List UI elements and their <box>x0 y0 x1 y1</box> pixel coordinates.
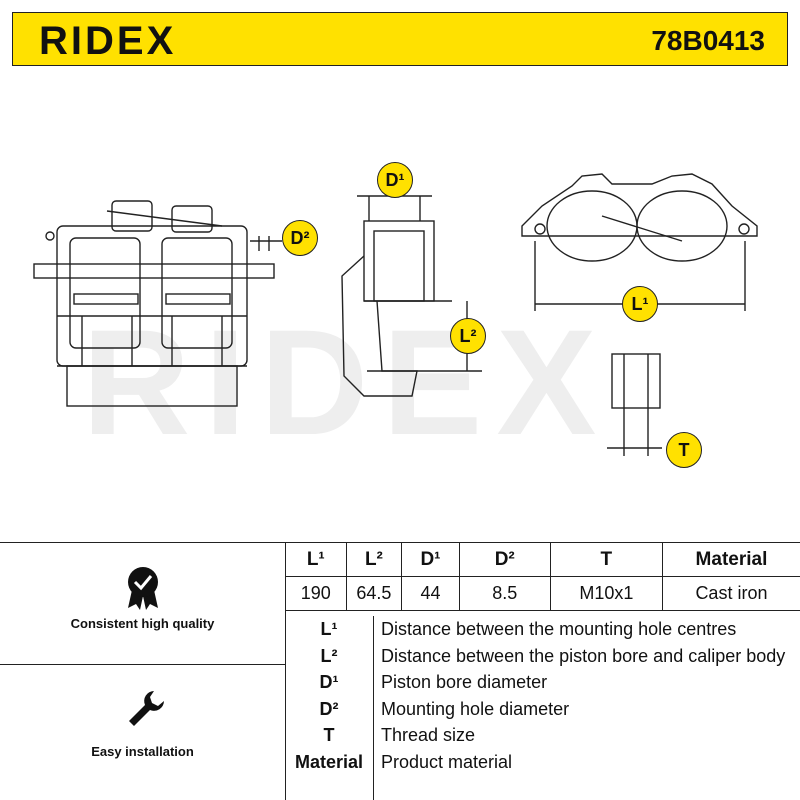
legend-key: D² <box>319 698 339 719</box>
legend: L¹ Distance between the mounting hole ce… <box>285 616 800 800</box>
spec-value-row: 190 64.5 44 8.5 M10x1 Cast iron <box>285 576 800 611</box>
marker-t-label: T <box>678 439 690 460</box>
feature-divider <box>0 664 285 665</box>
legend-row: L¹ Distance between the mounting hole ce… <box>285 616 800 643</box>
header-bar: RIDEX 78B0413 <box>12 12 788 66</box>
marker-l2: L² <box>450 318 486 354</box>
legend-key: L² <box>320 645 338 666</box>
wrench-icon <box>126 688 164 726</box>
spec-header: D¹ <box>401 542 460 577</box>
marker-t: T <box>666 432 702 468</box>
legend-row: L² Distance between the piston bore and … <box>285 643 800 670</box>
feature-installation: Easy installation <box>0 688 285 759</box>
legend-desc: Mounting hole diameter <box>381 698 570 719</box>
legend-row: D² Mounting hole diameter <box>285 696 800 723</box>
legend-row: Material Product material <box>285 749 800 776</box>
feature-quality-label: Consistent high quality <box>70 616 215 631</box>
legend-key: D¹ <box>319 672 339 692</box>
marker-d1-label: D¹ <box>385 169 405 190</box>
legend-row: T Thread size <box>285 722 800 749</box>
spec-value: M10x1 <box>549 576 663 611</box>
spec-header: L¹ <box>285 542 347 577</box>
spec-header-row: L¹ L² D¹ D² T Material <box>285 542 800 577</box>
spec-value: 8.5 <box>458 576 551 611</box>
spec-value: 190 <box>285 576 347 611</box>
marker-l2-label: L² <box>459 325 477 346</box>
marker-d1: D¹ <box>377 162 413 198</box>
spec-header: T <box>549 542 663 577</box>
marker-l1-label: L¹ <box>631 293 649 314</box>
spec-value: 64.5 <box>345 576 403 611</box>
feature-installation-label: Easy installation <box>91 744 194 759</box>
brand-logo: RIDEX <box>39 19 177 63</box>
legend-key: Material <box>294 751 364 772</box>
legend-key: T <box>323 725 335 745</box>
legend-desc: Piston bore diameter <box>381 672 548 692</box>
marker-d2-label: D² <box>290 227 310 248</box>
quality-badge-icon <box>126 566 160 610</box>
spec-value: Cast iron <box>661 576 800 611</box>
feature-quality: Consistent high quality <box>0 566 285 631</box>
watermark: RIDEX <box>82 298 611 466</box>
caliper-top-view <box>521 173 758 311</box>
legend-desc: Product material <box>381 751 513 772</box>
part-number: 78B0413 <box>651 25 765 56</box>
legend-desc: Thread size <box>381 725 476 745</box>
legend-desc: Distance between the piston bore and cal… <box>381 645 786 666</box>
marker-l1: L¹ <box>622 286 658 322</box>
legend-row: D¹ Piston bore diameter <box>285 669 800 696</box>
spec-header: Material <box>661 542 800 577</box>
caliper-drawing <box>33 173 758 456</box>
legend-desc: Distance between the mounting hole centr… <box>381 619 737 639</box>
spec-value: 44 <box>401 576 460 611</box>
caliper-front-view <box>33 200 282 407</box>
spec-table: L¹ L² D¹ D² T Material 190 64.5 44 8.5 M… <box>285 542 800 611</box>
spec-header: D² <box>458 542 551 577</box>
legend-key: L¹ <box>320 619 338 639</box>
spec-header: L² <box>345 542 403 577</box>
legend-divider <box>373 616 374 800</box>
column-divider <box>285 542 286 800</box>
technical-drawing: RIDEX <box>12 66 788 540</box>
marker-d2: D² <box>282 220 318 256</box>
caliper-section-view <box>341 195 482 397</box>
thread-detail <box>607 353 662 456</box>
